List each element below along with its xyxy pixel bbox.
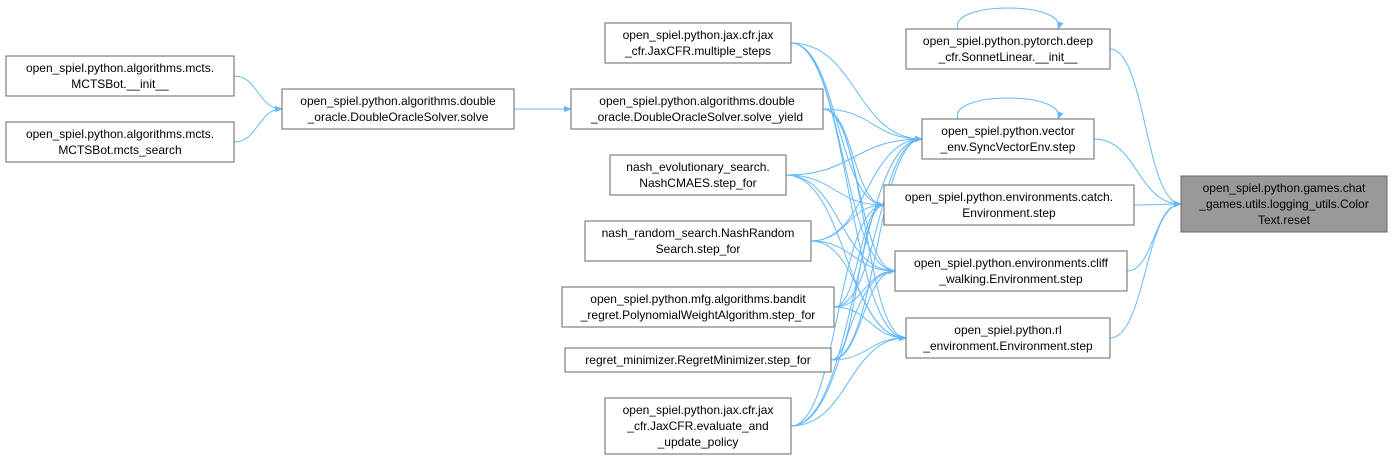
edge-regret_min-to-sync_vector	[830, 135, 923, 361]
edge-jax_eval-to-catch_env	[790, 201, 885, 427]
edge-regret_min-to-catch_env	[830, 201, 885, 361]
node-box-do_solve[interactable]	[281, 88, 515, 130]
node-cliff_env[interactable]: open_spiel.python.environments.cliff _wal…	[894, 250, 1128, 292]
node-mcts_search[interactable]: open_spiel.python.algorithms.mcts. MCTSBo…	[5, 121, 235, 163]
node-box-do_solve_yield[interactable]	[570, 88, 824, 130]
node-label-do_solve_yield-1: _oracle.DoubleOracleSolver.solve_yield	[590, 110, 803, 124]
edge-jax_multi-to-catch_env	[790, 42, 885, 209]
node-sync_vector[interactable]: open_spiel.python.vector _env.SyncVectorE…	[921, 118, 1095, 160]
node-label-nash_random-1: Search.step_for	[656, 242, 741, 256]
node-box-nash_random[interactable]	[584, 220, 812, 262]
node-label-sync_vector-0: open_spiel.python.vector	[941, 124, 1074, 138]
edge-catch_env-to-color_reset	[1133, 200, 1182, 208]
node-regret_min[interactable]: regret_minimizer.RegretMinimizer.step_fo…	[564, 347, 832, 373]
node-label-sync_vector-1: _env.SyncVectorEnv.step	[940, 140, 1076, 154]
node-label-rl_env-0: open_spiel.python.rl	[954, 323, 1061, 337]
node-color_reset[interactable]: open_spiel.python.games.chat _games.utils…	[1180, 175, 1388, 233]
node-label-jax_multi-0: open_spiel.python.jax.cfr.jax	[623, 28, 774, 42]
node-box-sync_vector[interactable]	[921, 118, 1095, 160]
node-label-mcts_search-1: MCTSBot.mcts_search	[58, 143, 181, 157]
node-box-jax_multi[interactable]	[604, 22, 792, 64]
node-label-jax_eval-1: _cfr.JaxCFR.evaluate_and	[626, 419, 768, 433]
node-rl_env[interactable]: open_spiel.python.rl _environment.Environ…	[905, 317, 1111, 359]
node-label-do_solve-1: _oracle.DoubleOracleSolver.solve	[307, 110, 489, 124]
edge-mfg_bandit-to-catch_env	[833, 201, 885, 308]
edge-do_solve_yield-to-rl_env	[822, 108, 907, 342]
edge-mcts_search-to-do_solve	[233, 105, 283, 143]
node-box-catch_env[interactable]	[883, 184, 1135, 226]
self-loop-sync_vector	[957, 97, 1064, 120]
node-label-catch_env-0: open_spiel.python.environments.catch.	[905, 190, 1113, 204]
node-jax_multi[interactable]: open_spiel.python.jax.cfr.jax _cfr.JaxCFR…	[604, 22, 792, 64]
edge-nash_random-to-rl_env	[810, 240, 907, 342]
node-label-mcts_search-0: open_spiel.python.algorithms.mcts.	[26, 127, 214, 141]
node-mcts_init[interactable]: open_spiel.python.algorithms.mcts. MCTSBo…	[5, 55, 235, 97]
node-label-catch_env-1: Environment.step	[962, 206, 1056, 220]
node-label-pytorch_sonnet-0: open_spiel.python.pytorch.deep	[923, 34, 1093, 48]
node-mfg_bandit[interactable]: open_spiel.python.mfg.algorithms.bandit _…	[561, 286, 835, 328]
node-label-jax_eval-2: _update_policy	[657, 435, 739, 449]
node-label-regret_min-0: regret_minimizer.RegretMinimizer.step_fo…	[585, 353, 810, 367]
node-box-nash_evo[interactable]	[609, 154, 787, 196]
node-label-color_reset-0: open_spiel.python.games.chat	[1203, 181, 1366, 195]
edge-jax_multi-to-sync_vector	[790, 42, 923, 143]
edge-do_solve_yield-to-sync_vector	[822, 108, 923, 143]
node-box-color_reset[interactable]	[1180, 175, 1388, 233]
node-label-rl_env-1: _environment.Environment.step	[922, 339, 1093, 353]
node-box-mcts_init[interactable]	[5, 55, 235, 97]
edge-jax_multi-to-rl_env	[790, 42, 907, 342]
edge-nash_random-to-catch_env	[810, 201, 885, 242]
node-box-rl_env[interactable]	[905, 317, 1111, 359]
edge-nash_random-to-cliff_env	[810, 240, 896, 275]
node-label-jax_multi-1: _cfr.JaxCFR.multiple_steps	[624, 44, 771, 58]
node-box-regret_min[interactable]	[564, 347, 832, 373]
node-label-mcts_init-0: open_spiel.python.algorithms.mcts.	[26, 61, 214, 75]
edge-mfg_bandit-to-sync_vector	[833, 135, 923, 308]
node-pytorch_sonnet[interactable]: open_spiel.python.pytorch.deep _cfr.Sonne…	[905, 28, 1111, 70]
node-do_solve_yield[interactable]: open_spiel.python.algorithms.double _orac…	[570, 88, 824, 130]
node-label-jax_eval-0: open_spiel.python.jax.cfr.jax	[623, 403, 774, 417]
node-jax_eval[interactable]: open_spiel.python.jax.cfr.jax _cfr.JaxCFR…	[604, 397, 792, 455]
edge-mcts_init-to-do_solve	[233, 75, 283, 113]
node-label-nash_random-0: nash_random_search.NashRandom	[602, 226, 795, 240]
node-label-mfg_bandit-1: _regret.PolynomialWeightAlgorithm.step_f…	[580, 308, 816, 322]
node-label-cliff_env-1: _walking.Environment.step	[938, 272, 1083, 286]
node-box-jax_eval[interactable]	[604, 397, 792, 455]
node-label-mcts_init-1: MCTSBot.__init__	[71, 77, 169, 91]
edge-sync_vector-to-color_reset	[1093, 138, 1182, 208]
nodes-layer: open_spiel.python.algorithms.mcts. MCTSBo…	[5, 22, 1388, 455]
node-label-color_reset-2: Text.reset	[1258, 213, 1311, 227]
edge-cliff_env-to-color_reset	[1126, 200, 1182, 272]
edges-layer	[233, 7, 1182, 427]
node-box-mcts_search[interactable]	[5, 121, 235, 163]
node-label-nash_evo-1: NashCMAES.step_for	[639, 176, 756, 190]
node-box-cliff_env[interactable]	[894, 250, 1128, 292]
node-box-pytorch_sonnet[interactable]	[905, 28, 1111, 70]
node-nash_evo[interactable]: nash_evolutionary_search. NashCMAES.step_…	[609, 154, 787, 196]
node-label-nash_evo-0: nash_evolutionary_search.	[626, 160, 769, 174]
edge-jax_eval-to-sync_vector	[790, 135, 923, 427]
edge-nash_random-to-sync_vector	[810, 135, 923, 242]
node-do_solve[interactable]: open_spiel.python.algorithms.double _orac…	[281, 88, 515, 130]
node-label-do_solve-0: open_spiel.python.algorithms.double	[300, 94, 496, 108]
node-label-cliff_env-0: open_spiel.python.environments.cliff	[914, 256, 1109, 270]
node-catch_env[interactable]: open_spiel.python.environments.catch. Env…	[883, 184, 1135, 226]
node-label-color_reset-1: _games.utils.logging_utils.Color	[1198, 197, 1368, 211]
node-label-mfg_bandit-0: open_spiel.python.mfg.algorithms.bandit	[590, 292, 806, 306]
node-nash_random[interactable]: nash_random_search.NashRandomSearch.step…	[584, 220, 812, 262]
edge-jax_eval-to-rl_env	[790, 334, 907, 427]
edge-nash_evo-to-catch_env	[785, 174, 885, 209]
node-box-mfg_bandit[interactable]	[561, 286, 835, 328]
edge-nash_evo-to-cliff_env	[785, 174, 896, 275]
node-label-pytorch_sonnet-1: _cfr.SonnetLinear.__init__	[938, 50, 1078, 64]
edge-rl_env-to-color_reset	[1109, 200, 1182, 339]
self-loop-pytorch_sonnet	[957, 7, 1064, 30]
edge-nash_evo-to-sync_vector	[785, 135, 923, 176]
edge-mfg_bandit-to-rl_env	[833, 306, 907, 342]
node-label-do_solve_yield-0: open_spiel.python.algorithms.double	[599, 94, 795, 108]
edge-jax_eval-to-cliff_env	[790, 267, 896, 427]
edge-pytorch_sonnet-to-color_reset	[1109, 48, 1182, 208]
